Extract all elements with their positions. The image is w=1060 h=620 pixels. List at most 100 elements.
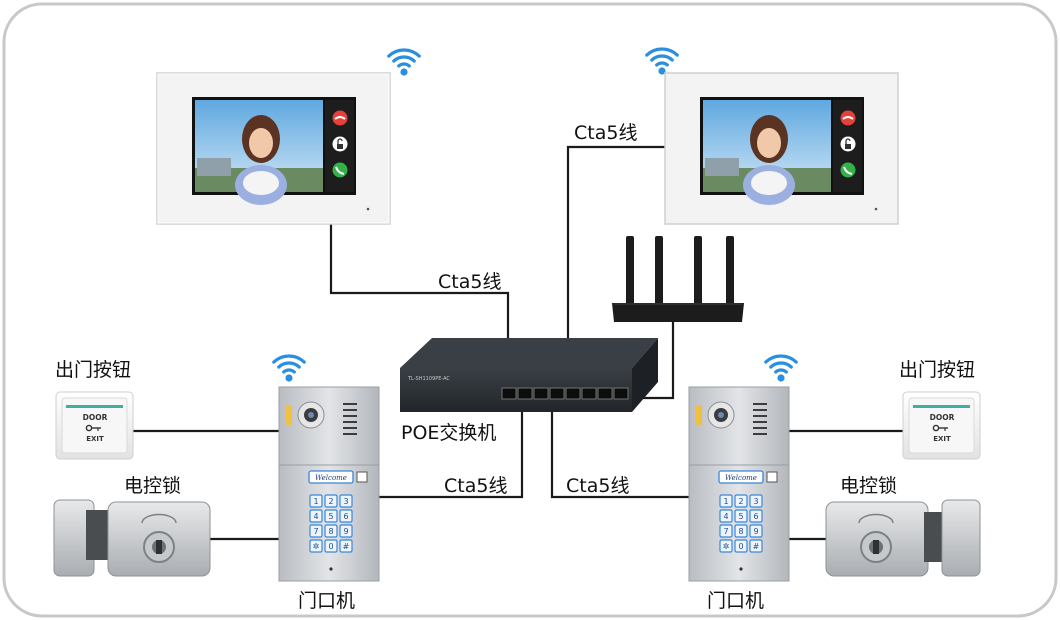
switch-ports <box>501 387 629 400</box>
keypad-key[interactable]: 0 <box>734 539 748 553</box>
keypad-key-label: 6 <box>753 512 758 521</box>
keypad-key[interactable]: # <box>339 539 353 553</box>
keypad-key[interactable]: 6 <box>339 509 353 523</box>
cable-switch-to-door-station-left <box>378 412 524 499</box>
exit-button-face-top: DOOR <box>930 413 955 422</box>
keypad-key-label: 1 <box>313 497 318 506</box>
answer-icon <box>332 162 348 178</box>
keypad-key-label: 4 <box>723 512 728 521</box>
keypad-key[interactable]: 3 <box>339 494 353 508</box>
poe-switch: TL-SH1109PE-AC <box>400 338 658 412</box>
keypad-key[interactable]: 9 <box>339 524 353 538</box>
keypad-key-label: 3 <box>753 497 758 506</box>
keypad-key[interactable]: 8 <box>734 524 748 538</box>
keypad-key-label: # <box>753 542 760 551</box>
indoor-monitor-left <box>156 72 391 225</box>
exit-button-face-bottom: EXIT <box>86 435 104 443</box>
keypad-key-label: 2 <box>738 497 743 506</box>
door-station-banner: Welcome <box>315 474 347 482</box>
label-poe-switch: POE交换机 <box>401 422 496 444</box>
router-antenna <box>726 236 734 306</box>
keypad: 1 2 3 4 5 6 7 8 9 ✲ 0 # <box>309 494 353 553</box>
label-lock-left: 电控锁 <box>124 475 181 497</box>
keypad-key-label: 9 <box>343 527 348 536</box>
keypad-key-label: ✲ <box>313 542 320 551</box>
keypad-key-label: ✲ <box>723 542 730 551</box>
label-exit-button-right: 出门按钮 <box>899 359 975 381</box>
keypad-key-label: 5 <box>738 512 743 521</box>
label-exit-button-left: 出门按钮 <box>55 359 131 381</box>
keypad-key[interactable]: 7 <box>719 524 733 538</box>
keypad-key[interactable]: 4 <box>719 509 733 523</box>
keypad-key-label: 1 <box>723 497 728 506</box>
wifi-icon <box>272 354 306 382</box>
keypad-key[interactable]: 1 <box>719 494 733 508</box>
keypad-key[interactable]: 7 <box>309 524 323 538</box>
door-station-left: Welcome 1 2 3 4 5 6 7 8 9 ✲ 0 # <box>278 386 380 582</box>
keypad-key[interactable]: 5 <box>734 509 748 523</box>
label-cable-bottom-right: Cta5线 <box>566 475 629 497</box>
answer-icon <box>840 162 856 178</box>
indoor-monitor-right <box>664 72 899 225</box>
keypad-key-label: 0 <box>738 542 743 551</box>
keypad-key[interactable]: 9 <box>749 524 763 538</box>
keypad-key[interactable]: 3 <box>749 494 763 508</box>
label-door-station-right: 门口机 <box>707 590 764 612</box>
key-icon <box>85 424 101 432</box>
hangup-icon <box>332 110 348 126</box>
electric-lock-right <box>825 499 981 577</box>
keypad-key[interactable]: ✲ <box>719 539 733 553</box>
keypad-key[interactable]: # <box>749 539 763 553</box>
keypad-key-label: 8 <box>738 527 743 536</box>
exit-button-face-bottom: EXIT <box>933 435 951 443</box>
key-icon <box>932 424 948 432</box>
keypad-key[interactable]: 1 <box>309 494 323 508</box>
cable-switch-to-door-station-right <box>550 412 690 499</box>
door-station-right: Welcome 1 2 3 4 5 6 7 8 9 ✲ 0 # <box>688 386 790 582</box>
label-lock-right: 电控锁 <box>840 475 897 497</box>
unlock-icon <box>840 136 856 152</box>
router-antenna <box>694 236 702 306</box>
label-cable-bottom-left: Cta5线 <box>444 475 507 497</box>
keypad-key-label: 6 <box>343 512 348 521</box>
keypad-key-label: 8 <box>328 527 333 536</box>
keypad-key[interactable]: ✲ <box>309 539 323 553</box>
keypad-key-label: 9 <box>753 527 758 536</box>
keypad-key[interactable]: 5 <box>324 509 338 523</box>
wifi-icon <box>764 354 798 382</box>
unlock-icon <box>332 136 348 152</box>
keypad: 1 2 3 4 5 6 7 8 9 ✲ 0 # <box>719 494 763 553</box>
label-cable-top-left: Cta5线 <box>438 271 501 293</box>
cable-router-to-switch <box>632 320 675 400</box>
router-antenna <box>626 236 634 306</box>
wifi-icon <box>645 47 679 75</box>
keypad-key-label: 0 <box>328 542 333 551</box>
keypad-key[interactable]: 2 <box>734 494 748 508</box>
label-cable-top-right: Cta5线 <box>574 122 637 144</box>
wifi-icon <box>387 48 421 76</box>
door-station-banner: Welcome <box>725 474 757 482</box>
keypad-key-label: 3 <box>343 497 348 506</box>
exit-button-left: DOOR EXIT <box>55 391 134 460</box>
keypad-key[interactable]: 4 <box>309 509 323 523</box>
wireless-router <box>612 236 744 322</box>
exit-button-right: DOOR EXIT <box>902 391 981 460</box>
keypad-key-label: 7 <box>723 527 728 536</box>
keypad-key[interactable]: 8 <box>324 524 338 538</box>
electric-lock-left <box>53 499 211 577</box>
keypad-key[interactable]: 0 <box>324 539 338 553</box>
keypad-key-label: # <box>343 542 350 551</box>
cable-monitor-right-to-switch <box>566 145 665 395</box>
keypad-key-label: 7 <box>313 527 318 536</box>
keypad-key-label: 4 <box>313 512 318 521</box>
keypad-key[interactable]: 6 <box>749 509 763 523</box>
svg-text:TL-SH1109PE-AC: TL-SH1109PE-AC <box>407 376 450 382</box>
keypad-key-label: 2 <box>328 497 333 506</box>
router-antenna <box>655 236 663 306</box>
exit-button-face-top: DOOR <box>83 413 108 422</box>
keypad-key[interactable]: 2 <box>324 494 338 508</box>
label-door-station-left: 门口机 <box>298 590 355 612</box>
keypad-key-label: 5 <box>328 512 333 521</box>
hangup-icon <box>840 110 856 126</box>
